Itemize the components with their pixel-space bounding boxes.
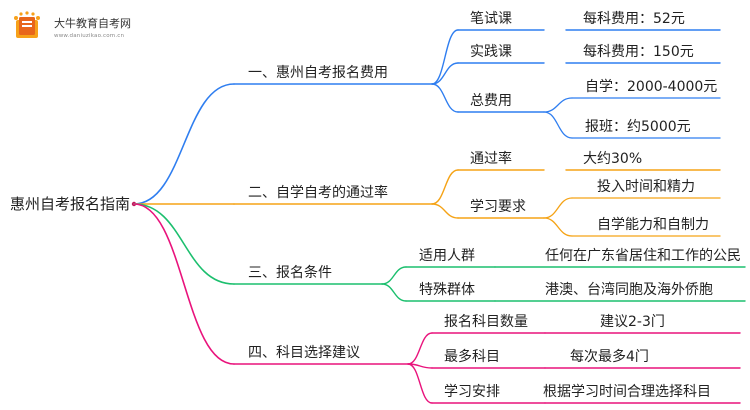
child-fees-2: 总费用 bbox=[470, 93, 512, 109]
value-fees-2-1: 报班：约5000元 bbox=[585, 119, 691, 135]
branch-cond: 三、报名条件 bbox=[248, 264, 332, 281]
branch-fees: 一、惠州自考报名费用 bbox=[248, 65, 388, 81]
value-fees-0: 每科费用：52元 bbox=[583, 11, 685, 27]
logo-url: www.daniuzikao.com.cn bbox=[54, 33, 125, 39]
value-fees-2-0: 自学：2000-4000元 bbox=[585, 79, 717, 95]
edge-pass-1 bbox=[431, 203, 459, 219]
site-logo: 大牛教育自考网 www.daniuzikao.com.cn bbox=[10, 10, 140, 48]
edge-advice-0 bbox=[407, 332, 433, 365]
child-pass-1: 学习要求 bbox=[470, 199, 526, 215]
edge-cond-0 bbox=[381, 266, 407, 285]
edge-fees-1 bbox=[431, 62, 459, 85]
value-pass-0: 大约30% bbox=[583, 151, 642, 167]
edge-root-fees bbox=[133, 83, 235, 205]
child-fees-0: 笔试课 bbox=[470, 11, 512, 27]
edge-fees-2 bbox=[431, 83, 459, 113]
edge-advice-2 bbox=[407, 363, 433, 404]
child-advice-2: 学习安排 bbox=[444, 384, 500, 400]
value-cond-1: 港澳、台湾同胞及海外侨胞 bbox=[545, 281, 713, 298]
value-cond-0: 任何在广东省居住和工作的公民 bbox=[545, 248, 741, 264]
branch-advice: 四、科目选择建议 bbox=[248, 345, 360, 361]
value-pass-1-1: 自学能力和自制力 bbox=[597, 217, 709, 233]
value-fees-1: 每科费用：150元 bbox=[583, 44, 694, 60]
edge-pass-1-1 bbox=[543, 217, 573, 237]
child-advice-0: 报名科目数量 bbox=[444, 314, 528, 330]
child-fees-1: 实践课 bbox=[470, 44, 512, 60]
edge-pass-0 bbox=[431, 169, 459, 205]
mind-map-edges bbox=[131, 29, 746, 404]
value-advice-2: 根据学习时间合理选择科目 bbox=[543, 384, 711, 400]
value-advice-1: 每次最多4门 bbox=[570, 348, 649, 365]
child-cond-1: 特殊群体 bbox=[419, 282, 475, 298]
book-logo-icon bbox=[14, 11, 40, 38]
edge-cond-1 bbox=[381, 283, 407, 302]
root-node: 惠州自考报名指南 bbox=[10, 195, 130, 213]
child-pass-0: 通过率 bbox=[470, 150, 512, 167]
edge-fees-2-1 bbox=[543, 111, 573, 139]
logo-name: 大牛教育自考网 bbox=[54, 17, 131, 30]
value-advice-0: 建议2-3门 bbox=[600, 314, 665, 330]
edge-fees-0 bbox=[431, 29, 459, 85]
edge-root-advice bbox=[133, 203, 235, 365]
child-cond-0: 适用人群 bbox=[419, 248, 475, 264]
edge-pass-1-0 bbox=[543, 197, 573, 219]
branch-pass: 二、自学自考的通过率 bbox=[248, 184, 388, 201]
child-advice-1: 最多科目 bbox=[444, 348, 500, 365]
value-pass-1-0: 投入时间和精力 bbox=[597, 179, 695, 195]
edge-root-cond bbox=[133, 203, 235, 285]
edge-fees-2-0 bbox=[543, 97, 573, 113]
